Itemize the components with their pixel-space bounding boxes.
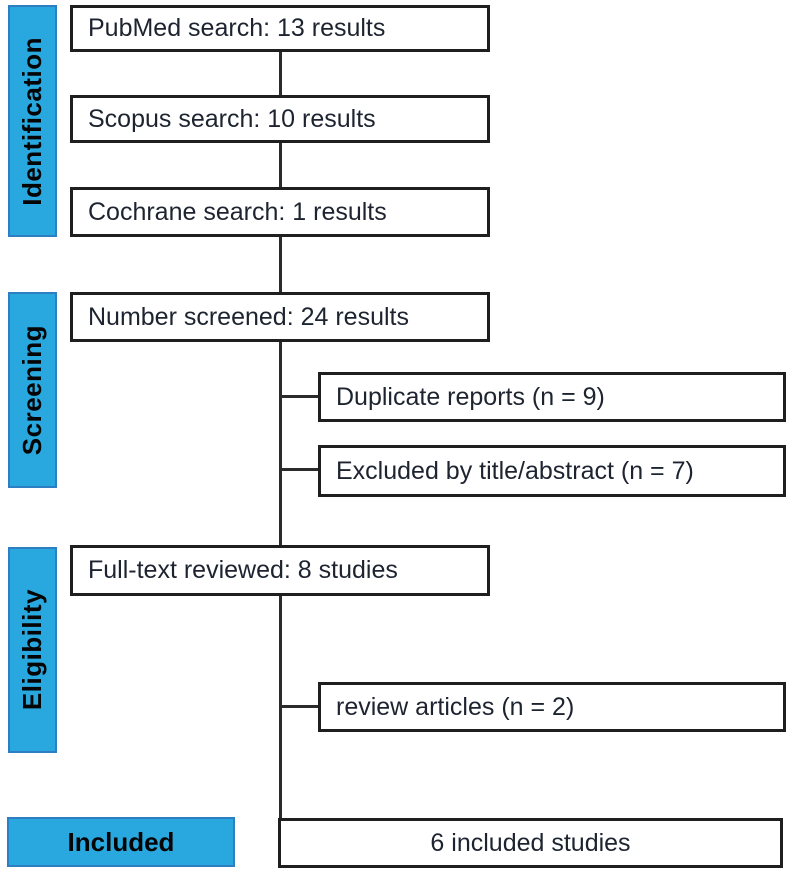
stage-label-eligibility: Eligibility <box>17 589 47 711</box>
stage-bar-included: Included <box>7 817 235 867</box>
exclusion-box-label: Excluded by title/abstract (n = 7) <box>336 456 694 485</box>
flow-box-fulltext-reviewed: Full-text reviewed: 8 studies <box>70 545 490 596</box>
branch-line-duplicate-reports <box>280 395 319 398</box>
exclusion-box-label: review articles (n = 2) <box>336 692 575 721</box>
flow-box-label: Number screened: 24 results <box>88 302 409 331</box>
flow-box-label: Full-text reviewed: 8 studies <box>88 556 398 584</box>
flow-box-label: Scopus search: 10 results <box>88 104 376 133</box>
exclusion-box-excluded-title-abstract: Excluded by title/abstract (n = 7) <box>318 445 786 497</box>
exclusion-box-duplicate-reports: Duplicate reports (n = 9) <box>318 372 786 422</box>
stage-bar-eligibility: Eligibility <box>8 547 57 753</box>
branch-line-review-articles <box>280 705 319 708</box>
main-vertical-connector-line <box>279 52 282 818</box>
stage-bar-identification: Identification <box>8 5 57 237</box>
flow-box-pubmed-search: PubMed search: 13 results <box>70 5 490 52</box>
flow-box-scopus-search: Scopus search: 10 results <box>70 95 490 143</box>
stage-label-screening: Screening <box>17 324 47 456</box>
flow-box-included-studies: 6 included studies <box>278 818 783 868</box>
flow-box-number-screened: Number screened: 24 results <box>70 292 490 342</box>
exclusion-box-label: Duplicate reports (n = 9) <box>336 382 605 411</box>
flow-box-label: Cochrane search: 1 results <box>88 197 387 226</box>
exclusion-box-review-articles: review articles (n = 2) <box>318 682 786 732</box>
branch-line-excluded-title-abstract <box>280 468 319 471</box>
flow-box-label: 6 included studies <box>430 828 631 857</box>
stage-bar-screening: Screening <box>8 292 57 488</box>
stage-label-identification: Identification <box>17 36 47 206</box>
flow-box-label: PubMed search: 13 results <box>88 14 386 42</box>
stage-label-included: Included <box>67 826 175 857</box>
flow-box-cochrane-search: Cochrane search: 1 results <box>70 187 490 237</box>
